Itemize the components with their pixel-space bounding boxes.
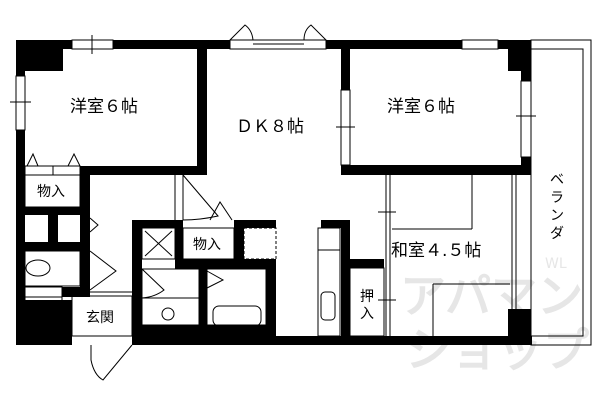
- svg-text:ショップ: ショップ: [405, 323, 589, 377]
- window: [15, 75, 26, 131]
- room-label-japanese: 和室４.５帖: [391, 241, 481, 261]
- walls: [16, 40, 532, 345]
- window: [461, 39, 499, 50]
- balcony-inner: [530, 48, 584, 337]
- room-label-storage-left: 物入: [37, 184, 65, 200]
- room-label-western-right: 洋室６帖: [387, 97, 455, 117]
- room-labels: 洋室６帖 ＤＫ８帖 洋室６帖 物入 物入 和室４.５帖 押 入 玄関 ベ ラ ン…: [37, 97, 564, 326]
- room-label-storage-center: 物入: [193, 237, 221, 253]
- toilet-icon: [25, 259, 51, 277]
- svg-text:ラ: ラ: [550, 190, 564, 206]
- bathtub-icon: [212, 305, 262, 327]
- room-label-dk: ＤＫ８帖: [236, 117, 304, 137]
- svg-text:ダ: ダ: [550, 226, 564, 242]
- watermark-logo: アパマン ショップ WL: [400, 256, 589, 377]
- svg-text:アパマン: アパマン: [400, 269, 583, 323]
- washbasin-icon: [161, 307, 175, 321]
- room-label-closet: 押: [360, 289, 374, 305]
- window: [520, 80, 532, 158]
- room-label-balcony: ベ ラ ン ダ: [550, 172, 564, 242]
- svg-text:ベ: ベ: [550, 172, 564, 188]
- svg-text:ン: ン: [550, 208, 564, 224]
- room-label-entrance: 玄関: [86, 309, 114, 326]
- room-label-western-left: 洋室６帖: [70, 97, 138, 117]
- sink-icon: [320, 291, 336, 321]
- svg-text:入: 入: [360, 306, 374, 322]
- svg-text:WL: WL: [545, 256, 567, 272]
